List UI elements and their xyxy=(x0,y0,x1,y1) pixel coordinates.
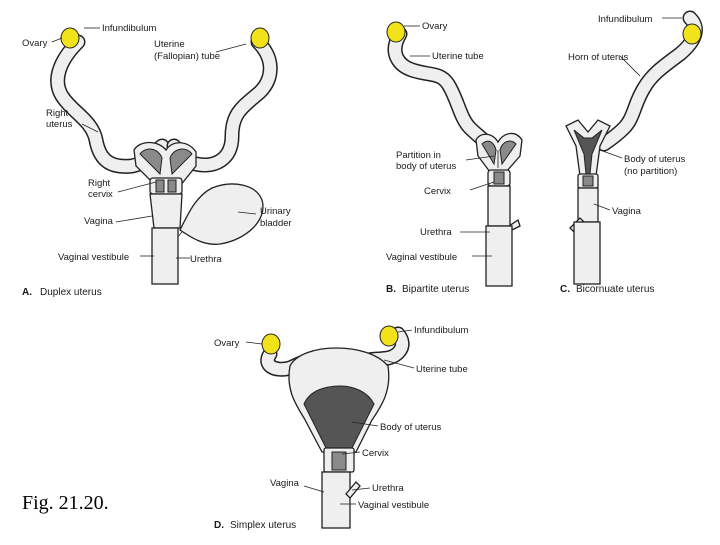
label-c-infundibulum: Infundibulum xyxy=(598,14,652,25)
label-d-uterine-tube: Uterine tube xyxy=(416,364,468,375)
label-d-vagina: Vagina xyxy=(270,478,300,489)
label-b-uterine-tube: Uterine tube xyxy=(432,51,484,62)
panel-a-vagina xyxy=(149,193,183,229)
label-a-right-cervix-line1: Right xyxy=(88,178,111,189)
label-a-ovary: Ovary xyxy=(22,38,48,49)
label-a-right-uterus-line1: Right xyxy=(46,108,69,119)
panel-c-title: Bicornuate uterus xyxy=(576,284,654,295)
panel-a-urinary-bladder xyxy=(179,183,264,245)
panel-a-duplex-uterus: Infundibulum Ovary Uterine (Fallopian) t… xyxy=(22,23,292,298)
panel-c-bicornuate-uterus: Infundibulum Horn of uterus Body of uter… xyxy=(560,10,703,295)
panel-a-left-uterus-lumen xyxy=(169,148,193,176)
label-a-urethra: Urethra xyxy=(190,254,222,265)
panel-b-left-lumen xyxy=(481,140,497,166)
panel-d-cervix-canal xyxy=(331,451,347,471)
panel-b-letter: B. xyxy=(386,284,396,295)
label-a-vaginal-vestibule: Vaginal vestibule xyxy=(58,252,129,263)
label-c-vagina: Vagina xyxy=(612,206,642,217)
panel-a-letter: A. xyxy=(22,287,32,298)
panel-d-vagina xyxy=(321,471,351,529)
label-a-infundibulum: Infundibulum xyxy=(102,23,156,34)
label-b-partition-line2: body of uterus xyxy=(396,161,456,172)
label-d-ovary: Ovary xyxy=(214,338,240,349)
label-d-cervix: Cervix xyxy=(362,448,389,459)
panel-d-ovary-left xyxy=(261,333,281,355)
panel-d-uterine-cavity xyxy=(303,385,375,449)
panel-b-bipartite-uterus: Ovary Uterine tube Partition in body of … xyxy=(386,21,523,295)
label-a-right-cervix-line2: cervix xyxy=(88,189,113,200)
panel-d-simplex-uterus: Ovary Infundibulum Uterine tube Body of … xyxy=(214,325,468,531)
panel-b-ovary xyxy=(386,21,406,43)
label-a-right-uterus-line2: uterus xyxy=(46,119,73,130)
label-b-ovary: Ovary xyxy=(422,21,448,32)
label-d-urethra: Urethra xyxy=(372,483,404,494)
label-a-uterine-tube-line2: (Fallopian) tube xyxy=(154,51,220,62)
label-d-vaginal-vestibule: Vaginal vestibule xyxy=(358,500,429,511)
panel-c-vaginal-vestibule xyxy=(573,221,601,285)
label-b-cervix: Cervix xyxy=(424,186,451,197)
panel-c-vagina xyxy=(577,187,599,223)
label-a-urinary-bladder-line1: Urinary xyxy=(260,206,291,217)
panel-d-letter: D. xyxy=(214,520,224,531)
panel-b-right-lumen xyxy=(499,140,517,166)
label-a-uterine-tube-line1: Uterine xyxy=(154,39,185,50)
figure-caption: Fig. 21.20. xyxy=(22,492,109,514)
panel-b-uterine-body xyxy=(475,132,523,173)
panel-a-right-cervix xyxy=(155,179,165,193)
panel-b-vagina xyxy=(487,185,511,227)
panel-a-right-uterus-lumen xyxy=(139,148,163,176)
panel-b-title: Bipartite uterus xyxy=(402,284,469,295)
panel-c-letter: C. xyxy=(560,284,570,295)
label-a-urinary-bladder-line2: bladder xyxy=(260,218,292,229)
panel-c-uterine-cavity xyxy=(573,129,603,175)
panel-c-cervix-canal xyxy=(582,175,594,187)
label-c-body-line1: Body of uterus xyxy=(624,154,686,165)
panel-a-title: Duplex uterus xyxy=(40,287,102,298)
panel-a-ovary-left xyxy=(250,27,270,49)
panel-d-ovary-right xyxy=(379,325,399,347)
panel-a-left-cervix xyxy=(167,179,177,193)
panel-d-title: Simplex uterus xyxy=(230,520,296,531)
label-b-urethra: Urethra xyxy=(420,227,452,238)
panel-a-ovary-right xyxy=(60,27,80,49)
panel-c-ovary xyxy=(682,23,702,45)
label-b-vaginal-vestibule: Vaginal vestibule xyxy=(386,252,457,263)
label-d-infundibulum: Infundibulum xyxy=(414,325,468,336)
label-b-partition-line1: Partition in xyxy=(396,150,441,161)
label-a-vagina: Vagina xyxy=(84,216,114,227)
label-d-body: Body of uterus xyxy=(380,422,442,433)
label-c-horn: Horn of uterus xyxy=(568,52,628,63)
panel-b-cervix-canal xyxy=(493,171,505,185)
panel-a-vaginal-vestibule xyxy=(151,227,179,285)
panel-a-cervices xyxy=(149,177,183,195)
label-c-body-line2: (no partition) xyxy=(624,166,677,177)
